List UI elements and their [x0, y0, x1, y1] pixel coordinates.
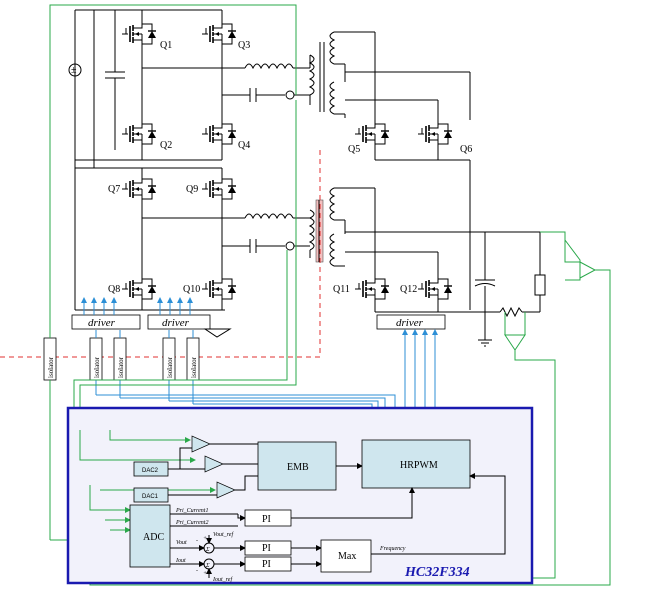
svg-text:DAC1: DAC1	[142, 494, 159, 500]
max-block	[320, 539, 372, 573]
svg-text:PI: PI	[262, 543, 271, 554]
svg-text:Σ: Σ	[205, 547, 210, 553]
svg-text:Iout_ref: Iout_ref	[212, 576, 233, 583]
svg-text:Q12: Q12	[400, 284, 417, 295]
svg-text:isolator: isolator	[47, 356, 55, 378]
svg-text:Vout: Vout	[176, 540, 187, 546]
svg-text:driver: driver	[88, 317, 116, 329]
isolator-3: isolator	[113, 337, 127, 381]
hrpwm-block	[361, 439, 471, 489]
svg-text:+: +	[203, 571, 207, 577]
transistor-q11: Q11	[333, 274, 394, 304]
transistor-q9: Q9	[186, 174, 241, 204]
svg-text:Q7: Q7	[108, 184, 120, 195]
svg-text:ADC: ADC	[143, 532, 164, 543]
transistor-q5: Q5	[348, 119, 394, 155]
svg-text:Q1: Q1	[160, 40, 172, 51]
svg-text:PI: PI	[262, 514, 271, 525]
svg-text:Pri_Current2: Pri_Current2	[175, 520, 208, 526]
controller-chip: HC32F334 DAC2 DAC1 EMB HRPWM ADC	[66, 406, 534, 585]
transistor-q10: Q10	[183, 274, 241, 304]
driver-box-middle: driver	[147, 314, 211, 330]
svg-text:Iout: Iout	[175, 558, 186, 564]
svg-text:Frequency: Frequency	[379, 546, 406, 552]
svg-text:±: ±	[71, 65, 77, 76]
transistor-q3: Q3	[201, 19, 250, 51]
chip-name: HC32F334	[404, 565, 470, 580]
gate-signal-arrows	[81, 297, 438, 355]
svg-text:Max: Max	[338, 551, 356, 562]
svg-text:EMB: EMB	[287, 462, 309, 473]
svg-text:Σ: Σ	[205, 563, 210, 569]
transistor-q7: Q7	[108, 174, 161, 204]
svg-text:Q9: Q9	[186, 184, 198, 195]
svg-text:Q11: Q11	[333, 284, 350, 295]
svg-text:isolator: isolator	[93, 356, 101, 378]
transistor-q2: Q2	[121, 119, 172, 151]
svg-text:+: +	[203, 536, 207, 542]
transistor-q6: Q6	[417, 119, 472, 155]
isolation-boundary	[0, 150, 321, 358]
svg-text:driver: driver	[396, 317, 424, 329]
svg-text:Q5: Q5	[348, 144, 360, 155]
svg-text:HRPWM: HRPWM	[400, 460, 438, 471]
svg-text:Q4: Q4	[238, 140, 250, 151]
adc-block	[129, 504, 171, 568]
svg-text:Vout_ref: Vout_ref	[213, 531, 234, 538]
svg-text:Q2: Q2	[160, 140, 172, 151]
svg-text:Q3: Q3	[238, 40, 250, 51]
svg-text:driver: driver	[162, 317, 190, 329]
isolator-5: isolator	[186, 337, 200, 381]
svg-text:isolator: isolator	[117, 356, 125, 378]
isolator-2: isolator	[89, 337, 103, 381]
svg-text:DAC2: DAC2	[142, 468, 159, 474]
svg-text:isolator: isolator	[190, 356, 198, 378]
isolator-1: isolator	[43, 337, 57, 381]
svg-text:PI: PI	[262, 559, 271, 570]
driver-box-left: driver	[71, 314, 141, 330]
isolator-4: isolator	[162, 337, 176, 381]
svg-text:-: -	[196, 538, 198, 544]
svg-text:isolator: isolator	[166, 356, 174, 378]
svg-text:Q8: Q8	[108, 284, 120, 295]
svg-text:-: -	[196, 568, 198, 574]
transistor-q1: Q1	[121, 19, 172, 51]
transistor-q12: Q12	[400, 274, 457, 304]
driver-box-right: driver	[376, 314, 446, 330]
transistor-q8: Q8	[108, 274, 161, 304]
svg-text:Q10: Q10	[183, 284, 200, 295]
transistor-q4: Q4	[201, 119, 250, 151]
svg-text:Pri_Current1: Pri_Current1	[175, 508, 208, 514]
svg-text:Q6: Q6	[460, 144, 472, 155]
